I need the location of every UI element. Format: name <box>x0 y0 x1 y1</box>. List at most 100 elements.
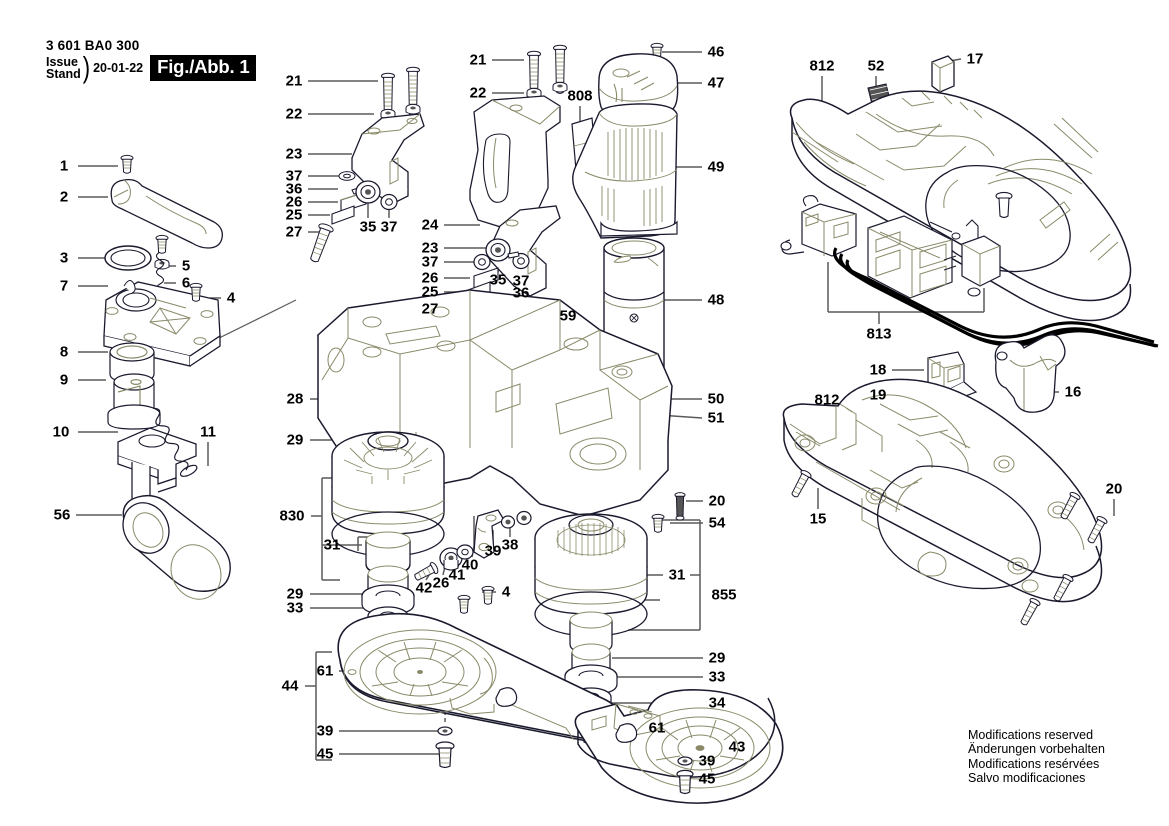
callout-number-45: 45 <box>698 770 716 788</box>
part-42-screw <box>414 562 439 581</box>
callout-number-1: 1 <box>59 157 69 175</box>
callout-number-20: 20 <box>708 492 726 510</box>
callout-number-18: 18 <box>869 361 887 379</box>
part-45-screw-base-b <box>676 769 694 795</box>
callout-number-10: 10 <box>52 423 70 441</box>
part-22-nut-b2 <box>552 81 568 93</box>
callout-number-34: 34 <box>708 694 726 712</box>
sheet-header: 3 601 BA0 300 Issue Stand ) 20-01-22 Fig… <box>46 38 257 85</box>
part-4-screw-b1 <box>457 594 471 614</box>
callout-number-45: 45 <box>316 745 334 763</box>
callout-number-61: 61 <box>316 662 334 680</box>
callout-number-26: 26 <box>421 269 439 287</box>
housing-screw <box>995 191 1013 219</box>
part-37-washer-b1 <box>473 253 491 271</box>
callout-number-22: 22 <box>469 84 487 102</box>
part-38-washer-center <box>516 510 532 526</box>
callout-number-20: 20 <box>1105 480 1123 498</box>
callout-number-7: 7 <box>59 277 69 295</box>
notice-en: Modifications reserved <box>968 728 1094 742</box>
brace-glyph: ) <box>82 50 91 85</box>
part-20-screw-r3 <box>1053 574 1074 602</box>
order-code: 3 601 BA0 300 <box>46 38 140 53</box>
callout-number-3: 3 <box>59 249 69 267</box>
callout-number-4: 4 <box>501 583 511 601</box>
callout-number-51: 51 <box>707 409 725 427</box>
part-40-lever-arm <box>473 509 505 559</box>
part-15-screw <box>791 470 812 498</box>
callout-number-33: 33 <box>286 599 304 617</box>
part-37-washer-b2 <box>512 252 530 270</box>
callout-number-31: 31 <box>323 536 341 554</box>
part-43-base-plate <box>574 689 784 804</box>
part-22-nut-a2 <box>405 103 421 115</box>
notice-fr: Modifications resérvées <box>968 756 1100 771</box>
callout-number-39: 39 <box>698 752 716 770</box>
part-39-washer-center <box>500 515 516 529</box>
callout-number-28: 28 <box>286 390 304 408</box>
stand-label: Stand <box>46 67 81 81</box>
figure-badge: Fig./Abb. 1 <box>150 55 257 81</box>
part-16-cover <box>994 334 1066 413</box>
part-4-screw-b2 <box>481 585 495 605</box>
callout-number-855: 855 <box>711 586 737 604</box>
callout-number-37: 37 <box>380 218 398 236</box>
callout-number-25: 25 <box>421 283 439 301</box>
part-17-cap <box>931 55 955 93</box>
callout-number-52: 52 <box>867 57 885 75</box>
callout-number-15: 15 <box>809 510 827 528</box>
part-20-screw-right <box>674 492 686 521</box>
part-25-pin-a <box>331 205 355 225</box>
callout-number-38: 38 <box>501 536 519 554</box>
part-39-washer-base-a <box>437 726 453 736</box>
callout-number-59: 59 <box>559 307 577 325</box>
callout-number-23: 23 <box>285 145 303 163</box>
callout-number-11: 11 <box>200 423 216 441</box>
part-20-screw-r1 <box>1087 516 1108 544</box>
part-8-bushing <box>109 342 155 383</box>
callout-number-37: 37 <box>421 253 439 271</box>
callout-number-35: 35 <box>359 218 377 236</box>
part-27-screw-a <box>310 223 334 263</box>
callout-number-26: 26 <box>432 574 450 592</box>
callout-number-23: 23 <box>421 239 439 257</box>
callout-number-41: 41 <box>448 566 466 584</box>
part-54-screw <box>651 513 665 533</box>
callout-number-27: 27 <box>421 300 439 318</box>
callout-number-812: 812 <box>809 57 835 75</box>
callout-number-44: 44 <box>281 677 299 695</box>
part-2-handle <box>110 178 223 249</box>
callout-number-2: 2 <box>59 188 69 206</box>
notice-de: Änderungen vorbehalten <box>968 742 1105 757</box>
callout-number-813: 813 <box>866 325 892 343</box>
callout-number-46: 46 <box>707 43 725 61</box>
callout-number-61: 61 <box>648 719 666 737</box>
callout-number-6: 6 <box>181 274 191 292</box>
part-61-pad-upper <box>417 670 423 674</box>
callout-number-8: 8 <box>59 343 69 361</box>
callout-number-812: 812 <box>814 391 840 409</box>
callout-number-21: 21 <box>285 72 303 90</box>
issue-stand-labels: Issue Stand <box>46 55 81 81</box>
callout-number-33: 33 <box>708 668 726 686</box>
callout-number-29: 29 <box>708 649 726 667</box>
callout-number-56: 56 <box>53 506 71 524</box>
part-1-screw <box>120 154 134 174</box>
callout-number-22: 22 <box>285 105 303 123</box>
part-11-spring <box>153 407 198 477</box>
callout-number-31: 31 <box>668 566 686 584</box>
part-9-spindle <box>107 373 161 430</box>
callout-number-21: 21 <box>469 51 487 69</box>
issue-date: 20-01-22 <box>93 61 144 75</box>
callout-number-48: 48 <box>707 291 725 309</box>
part-812-lower-housing <box>782 378 1103 603</box>
issue-label: Issue <box>46 55 78 69</box>
part-47-motor-cap <box>598 53 679 120</box>
callout-number-37: 37 <box>512 272 530 290</box>
part-35-bearing-a <box>355 180 381 204</box>
part-45-screw-base-a <box>435 741 455 769</box>
part-39-washer-base-b <box>677 756 693 766</box>
callout-number-36: 36 <box>285 180 303 198</box>
